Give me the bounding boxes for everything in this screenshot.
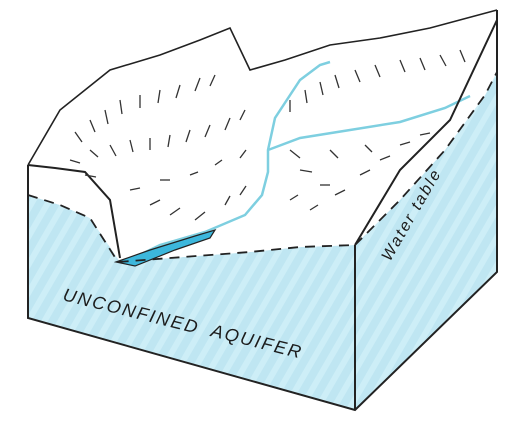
land-surface [28, 10, 497, 262]
land-ridges [27, 9, 498, 166]
front-face-unsaturated-zone [28, 165, 120, 258]
stream-channel [124, 60, 471, 264]
water-table-line [27, 71, 498, 263]
side-face-aquifer [355, 72, 497, 410]
stream-pool [113, 228, 217, 267]
slope-hachures [69, 49, 466, 221]
side-face-unsaturated-zone [355, 20, 497, 245]
block-outline [27, 10, 498, 412]
